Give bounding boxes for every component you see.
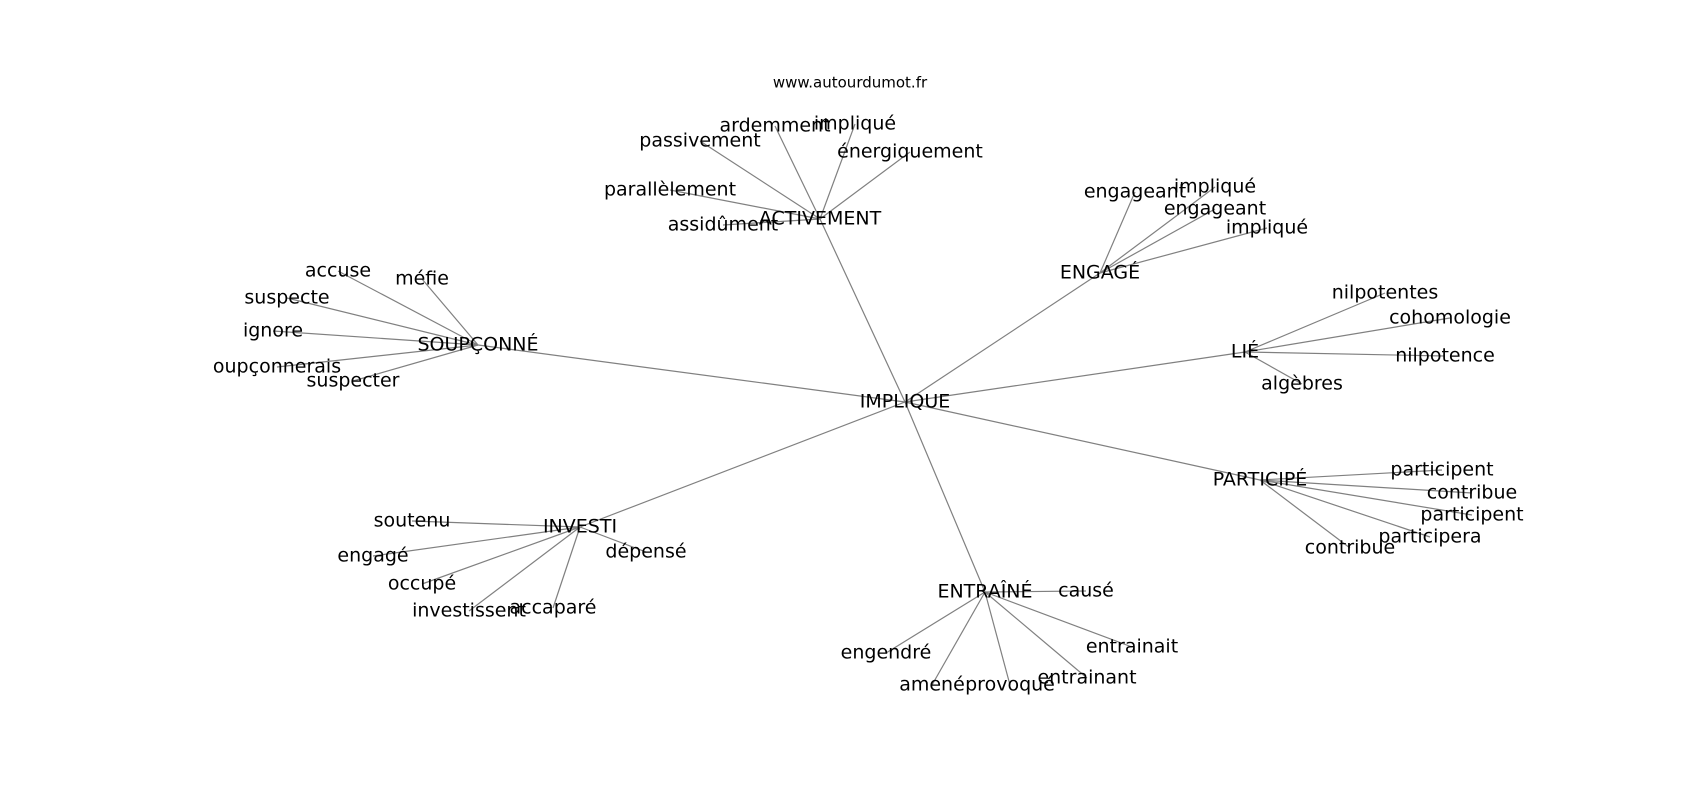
edge-soupconne-leaf-3 xyxy=(272,330,479,346)
leaf-node-label: accuse xyxy=(305,260,371,282)
leaf-node-label: contribue xyxy=(1427,482,1517,504)
edge-center-to-soupconne xyxy=(477,344,906,403)
edge-center-to-lie xyxy=(904,351,1246,403)
leaf-node-label: ignore xyxy=(243,320,303,342)
edge-center-to-participe xyxy=(904,401,1261,481)
leaf-node-label: assidûment xyxy=(668,214,779,236)
edge-soupconne-leaf-1 xyxy=(421,278,479,346)
edge-soupconne-leaf-0 xyxy=(337,270,479,346)
leaf-node-label: engendré xyxy=(841,642,932,664)
leaf-node-label: énergiquement xyxy=(837,141,983,163)
edge-investi-leaf-2 xyxy=(579,526,647,553)
hub-node-label: PARTICIPÉ xyxy=(1213,468,1308,491)
edge-lie-leaf-0 xyxy=(1244,292,1386,353)
node-labels: www.autourdumot.fr IMPLIQUE ACTIVEMENT pas… xyxy=(213,74,1524,696)
edge-lie-leaf-1 xyxy=(1244,317,1451,353)
leaf-node-label: nilpotentes xyxy=(1332,282,1439,304)
hub-node-label: INVESTI xyxy=(543,516,617,538)
edge-investi-leaf-1 xyxy=(372,526,581,557)
leaf-node-label: soutenu xyxy=(374,510,451,532)
leaf-node-label: investissent xyxy=(412,600,526,622)
leaf-node-label: accaparé xyxy=(510,597,597,619)
edge-center-to-investi xyxy=(579,401,906,528)
leaf-node-label: participent xyxy=(1420,504,1523,526)
edge-activement-leaf-0 xyxy=(699,140,821,220)
hub-node-label: ENGAGÉ xyxy=(1060,261,1140,284)
edge-engage-leaf-0 xyxy=(1099,191,1136,274)
leaf-node-label: suspecter xyxy=(307,370,400,392)
edge-participe-leaf-3 xyxy=(1259,479,1431,538)
leaf-node-label: algèbres xyxy=(1261,373,1343,395)
leaf-node-label: participent xyxy=(1390,459,1493,481)
edge-soupconne-leaf-2 xyxy=(286,297,479,346)
edge-activement-leaf-2 xyxy=(819,123,856,220)
leaf-node-label: suspecte xyxy=(244,287,329,309)
edge-activement-leaf-5 xyxy=(722,218,821,226)
leaf-node-label: ardemment xyxy=(719,115,830,137)
edge-engage-leaf-3 xyxy=(1099,227,1268,274)
edge-center-to-entraine xyxy=(904,401,986,593)
edge-soupconne-leaf-5 xyxy=(352,344,479,382)
edge-investi-leaf-4 xyxy=(468,526,581,612)
leaf-node-label: nilpotence xyxy=(1395,345,1495,367)
edge-entraine-leaf-1 xyxy=(885,591,986,654)
edge-entraine-leaf-4 xyxy=(984,591,1011,686)
leaf-node-label: passivement xyxy=(639,130,760,152)
edge-investi-leaf-5 xyxy=(552,526,581,609)
edge-soupconne-leaf-4 xyxy=(276,344,479,368)
leaf-node-label: provoqué xyxy=(965,674,1055,696)
leaf-node-label: impliqué xyxy=(1226,217,1308,239)
edge-entraine-leaf-3 xyxy=(931,591,986,686)
edge-engage-leaf-1 xyxy=(1099,186,1216,274)
leaf-node-label: engageant xyxy=(1084,181,1186,203)
source-label: www.autourdumot.fr xyxy=(773,74,928,92)
leaf-node-label: amené xyxy=(899,674,965,696)
edge-activement-leaf-4 xyxy=(669,189,821,220)
leaf-node-label: entrainant xyxy=(1037,667,1136,689)
edge-entraine-leaf-0 xyxy=(984,590,1087,593)
edge-participe-leaf-2 xyxy=(1259,479,1473,516)
leaf-node-label: dépensé xyxy=(605,541,686,563)
edge-center-to-engage xyxy=(904,272,1101,403)
leaf-node-label: méfie xyxy=(395,268,449,290)
edge-lie-leaf-2 xyxy=(1244,351,1446,357)
leaf-node-label: impliqué xyxy=(1174,176,1256,198)
hub-node-label: ACTIVEMENT xyxy=(759,208,882,230)
edge-participe-leaf-1 xyxy=(1259,479,1473,494)
edge-center-to-activement xyxy=(819,218,906,403)
edge-participe-leaf-4 xyxy=(1259,479,1351,549)
leaf-node-label: oupçonnerais xyxy=(213,356,341,378)
edges xyxy=(272,123,1473,686)
hub-node-label: ENTRAÎNÉ xyxy=(937,580,1032,603)
leaf-node-label: engageant xyxy=(1164,198,1266,220)
edge-participe-leaf-0 xyxy=(1259,469,1443,481)
edge-activement-leaf-3 xyxy=(819,151,911,220)
leaf-node-label: participera xyxy=(1378,526,1481,548)
leaf-node-label: occupé xyxy=(388,573,456,595)
hub-node-label: SOUPÇONNÉ xyxy=(417,333,538,356)
edge-entraine-leaf-5 xyxy=(984,591,1088,679)
edge-engage-leaf-2 xyxy=(1099,208,1216,274)
hub-node-label: LIÉ xyxy=(1231,340,1259,363)
edge-lie-leaf-3 xyxy=(1244,351,1303,385)
edge-entraine-leaf-2 xyxy=(984,591,1133,648)
leaf-node-label: entrainait xyxy=(1086,636,1178,658)
edge-activement-leaf-1 xyxy=(774,125,821,220)
edge-investi-leaf-3 xyxy=(421,526,581,585)
leaf-node-label: contribue xyxy=(1305,537,1395,559)
leaf-node-label: impliqué xyxy=(814,113,896,135)
leaf-node-label: causé xyxy=(1058,580,1114,602)
center-node-label: IMPLIQUE xyxy=(860,391,951,413)
edge-investi-leaf-0 xyxy=(411,520,581,528)
leaf-node-label: engagé xyxy=(337,545,408,567)
leaf-node-label: cohomologie xyxy=(1389,307,1511,329)
leaf-node-label: parallèlement xyxy=(604,179,736,201)
